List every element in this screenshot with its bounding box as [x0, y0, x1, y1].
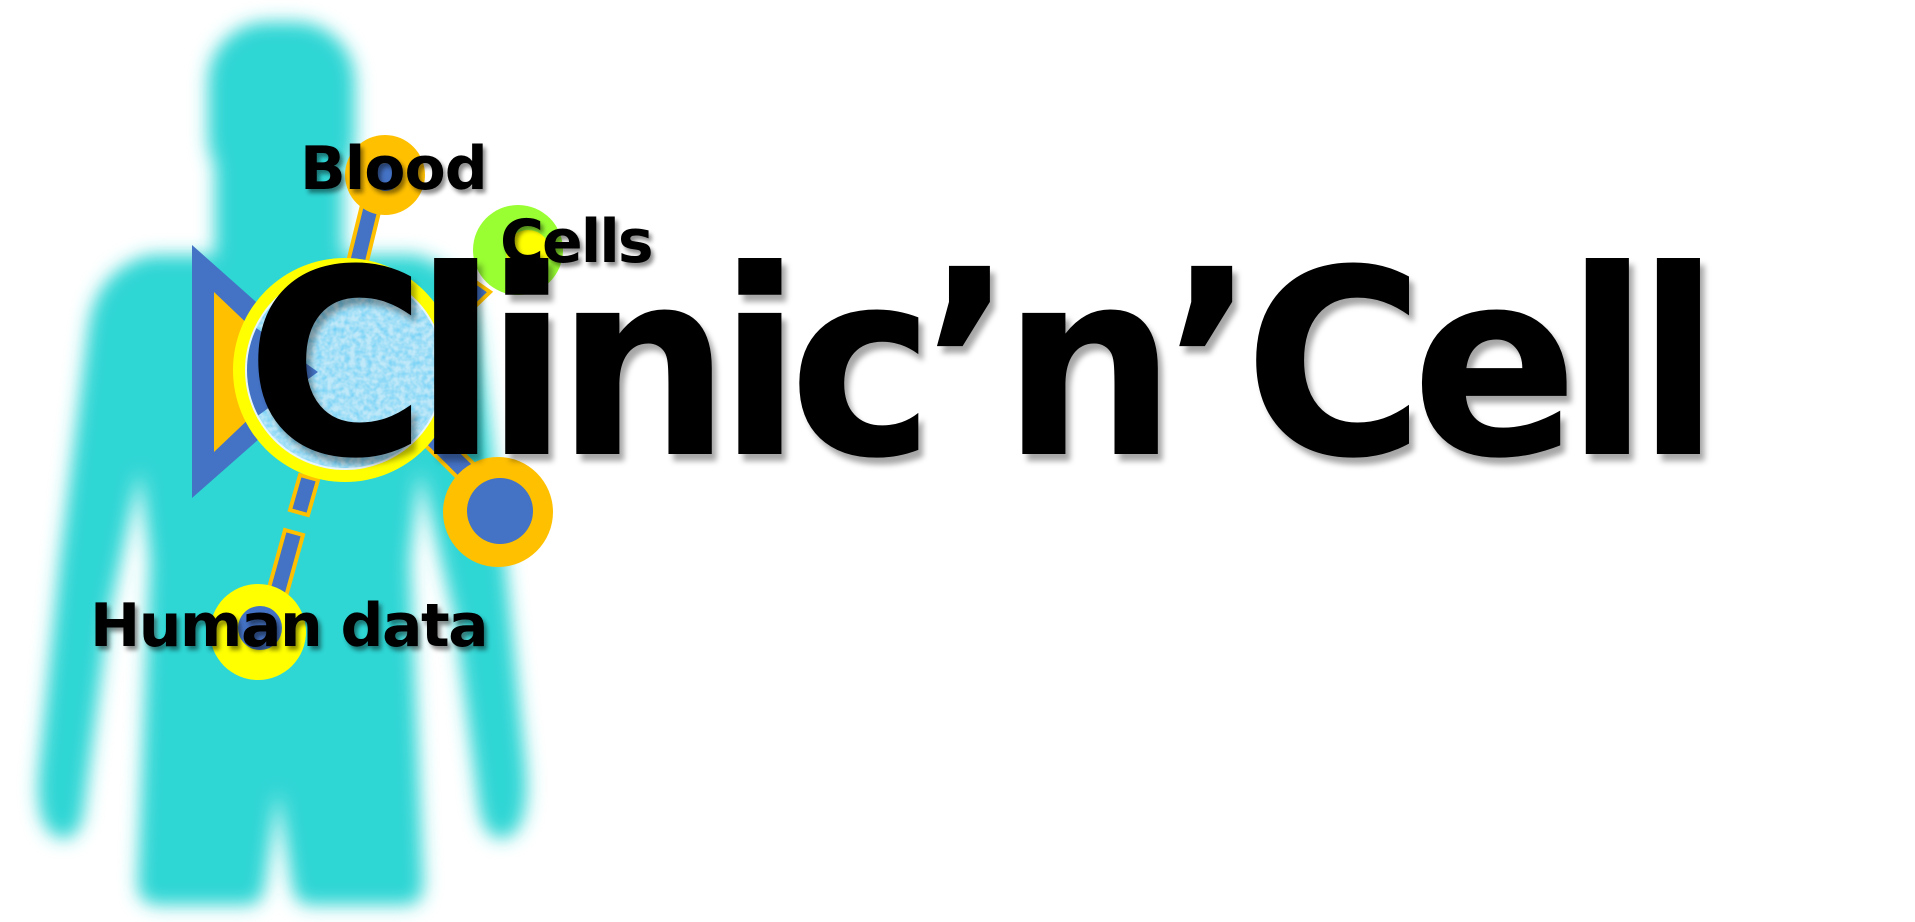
blood-cell-icon	[233, 258, 457, 482]
logo-title: Clinic’n’Cell	[246, 215, 1721, 515]
cells-label: Cells	[500, 207, 654, 277]
human-data-node-icon	[210, 584, 306, 680]
blood-label: Blood	[300, 134, 488, 204]
cells-node-icon	[473, 205, 563, 295]
data-node-icon	[443, 457, 553, 567]
blood-node-icon	[345, 135, 425, 215]
human-data-label: Human data	[90, 591, 489, 661]
